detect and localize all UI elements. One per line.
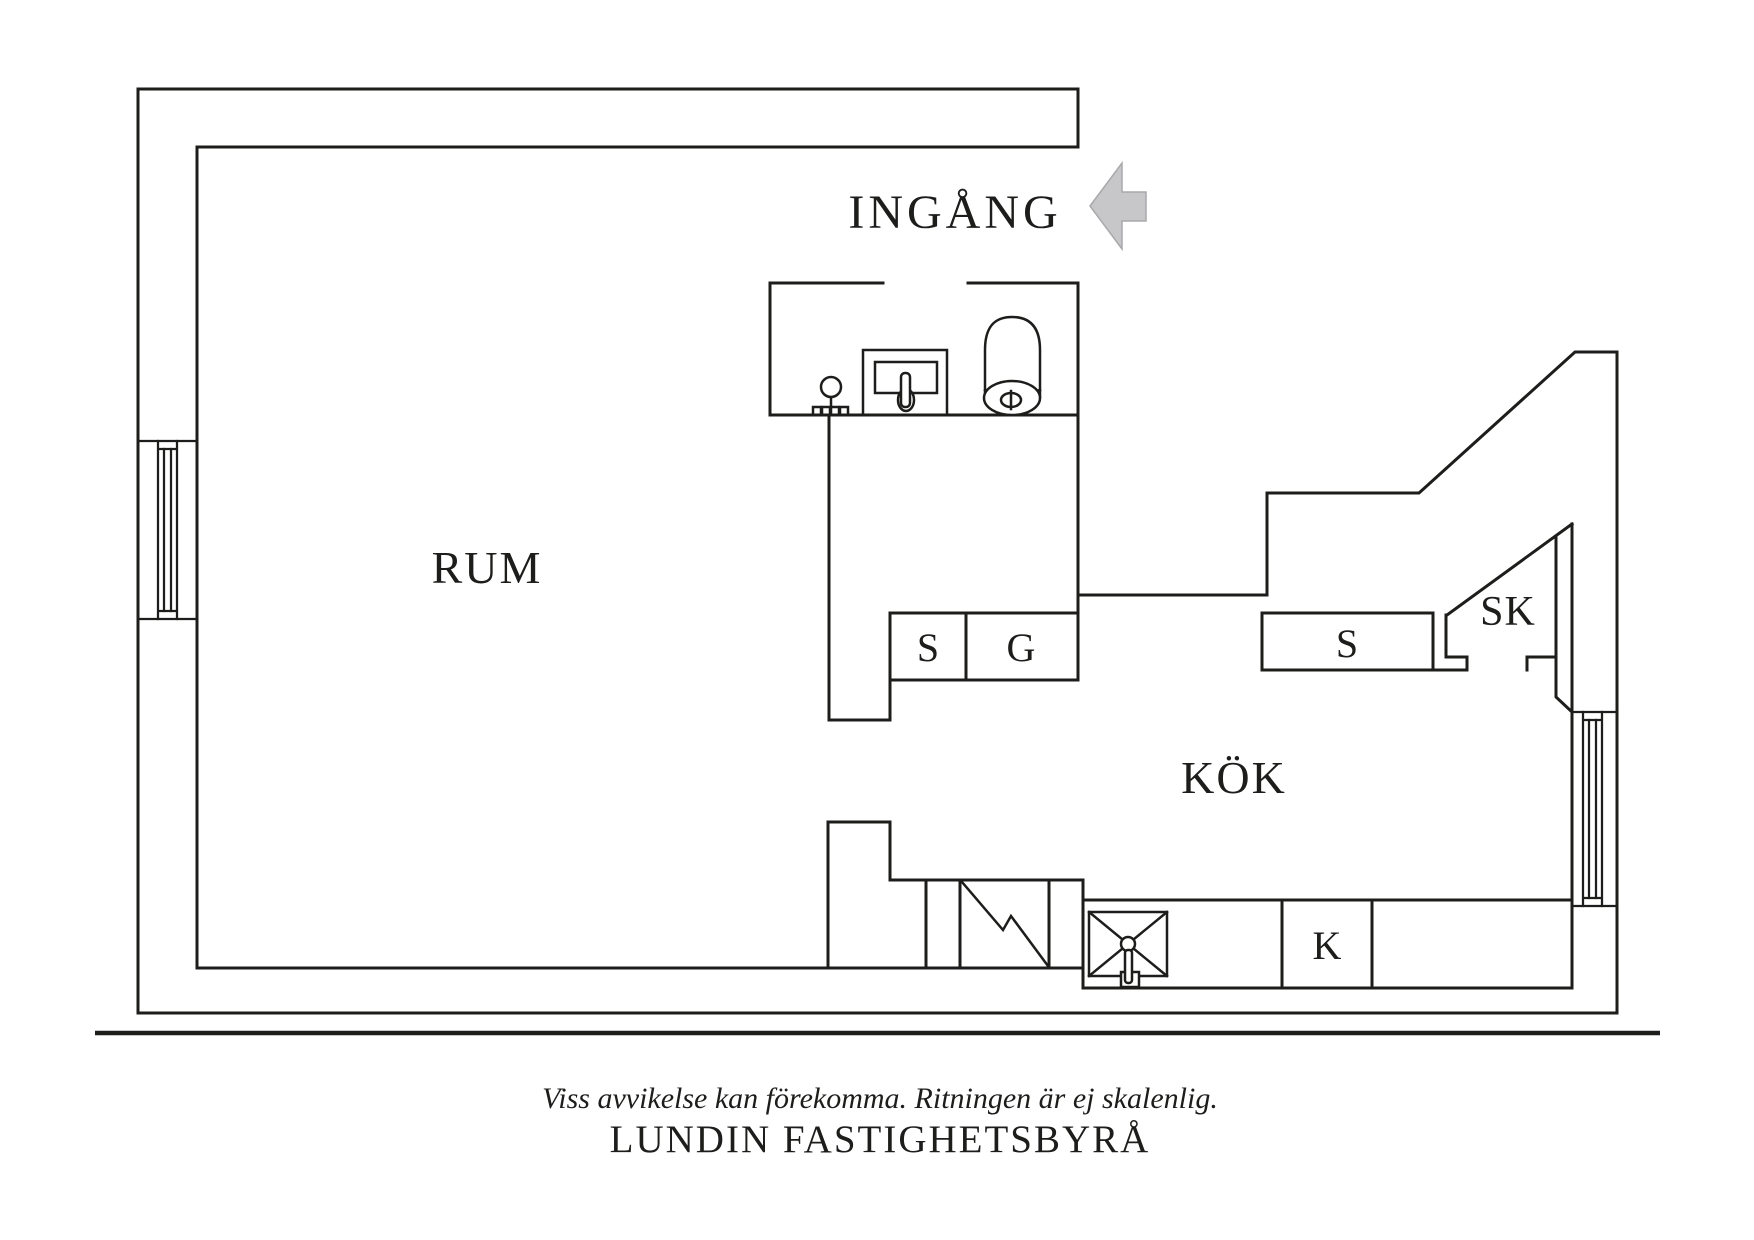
entrance-label: INGÅNG xyxy=(848,186,1061,239)
right-window-icon xyxy=(1570,710,1619,908)
room-label-sk: SK xyxy=(1480,589,1536,635)
washbasin-icon xyxy=(861,348,949,417)
entrance-arrow-icon xyxy=(1089,160,1147,252)
room-label-kok: KÖK xyxy=(1181,752,1287,803)
kitchen-counters xyxy=(888,878,1574,990)
footer-disclaimer: Viss avvikelse kan förekomma. Ritningen … xyxy=(542,1082,1218,1115)
dishwasher-icon xyxy=(960,880,1050,968)
sk-closet xyxy=(1431,534,1575,715)
cabinet-label-k-kitchen: K xyxy=(1313,923,1342,968)
shower-tap-icon xyxy=(811,375,850,417)
left-window-icon xyxy=(136,439,199,621)
room-label-rum: RUM xyxy=(432,542,543,593)
footer-brand: LUNDIN FASTIGHETSBYRÅ xyxy=(610,1118,1151,1161)
outer-walls xyxy=(136,87,1619,1015)
kitchen-wall-column xyxy=(826,820,892,970)
kitchen-sink-icon xyxy=(1087,910,1169,989)
cabinet-label-g-hall: G xyxy=(1007,625,1036,670)
toilet-icon xyxy=(982,315,1042,417)
cabinet-label-s-hall: S xyxy=(917,625,939,670)
hall-partition-wall xyxy=(827,413,892,722)
cabinet-label-s-kitchen: S xyxy=(1336,621,1358,666)
hall-cabinets xyxy=(888,611,1080,682)
